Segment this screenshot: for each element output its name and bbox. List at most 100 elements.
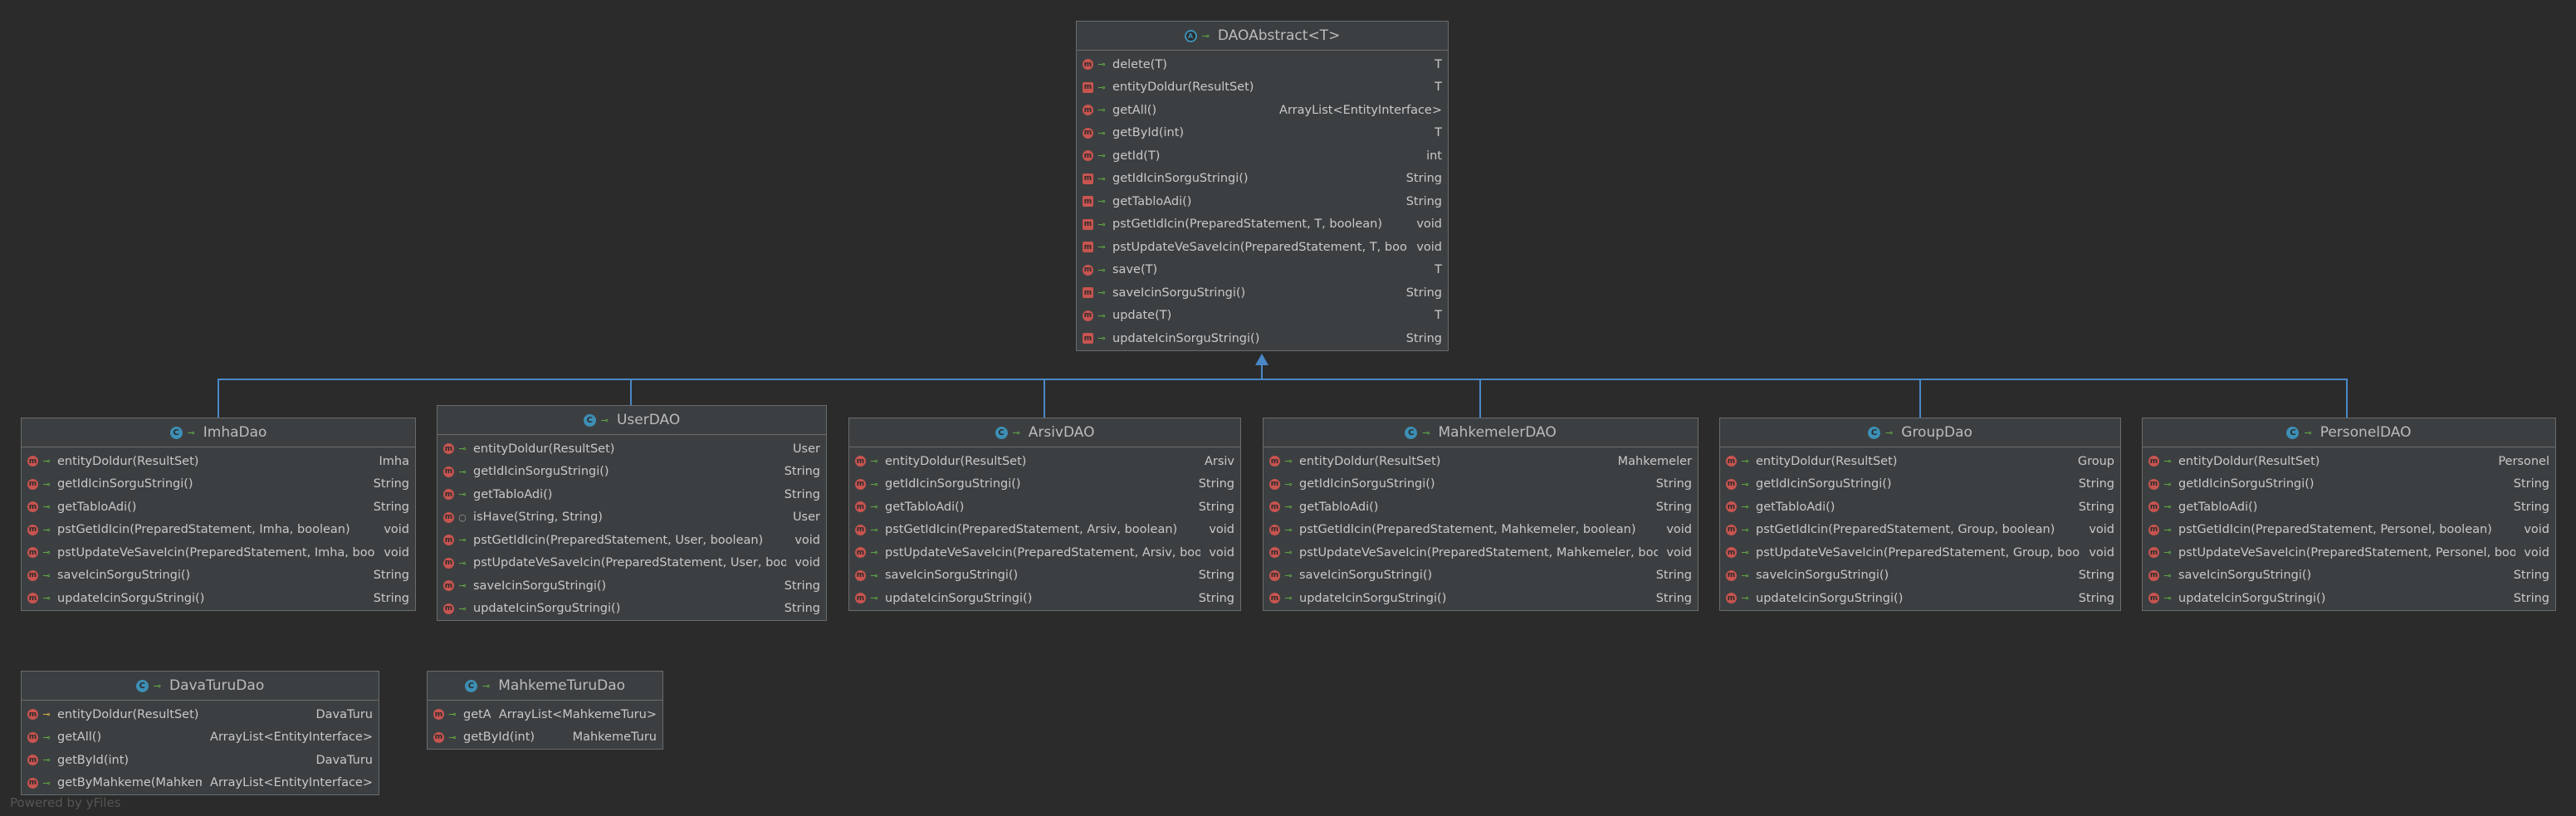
- method-return-type: Imha: [379, 454, 409, 468]
- method-row[interactable]: m⊸updateIcinSorguStringi()String: [2143, 587, 2555, 610]
- method-row[interactable]: m⊸getId(T)int: [1077, 144, 1448, 168]
- mahkeme-turu-dao-class[interactable]: C⊸MahkemeTuruDaom⊸getAll()ArrayList<Mahk…: [427, 671, 663, 750]
- method-icon: m: [1083, 150, 1093, 162]
- method-row[interactable]: m⊸saveIcinSorguStringi()String: [22, 564, 415, 588]
- method-row[interactable]: m⊸pstUpdateVeSaveIcin(PreparedStatement,…: [2143, 541, 2555, 564]
- method-row[interactable]: m⊸getById(int)T: [1077, 122, 1448, 145]
- method-row[interactable]: m⊸getTabloAdi()String: [22, 496, 415, 519]
- personel-dao-class[interactable]: C⊸PersonelDAO m⊸entityDoldur(ResultSet)Pe…: [2142, 418, 2556, 611]
- method-return-type: void: [794, 533, 820, 547]
- method-row[interactable]: m⊸pstUpdateVeSaveIcin(PreparedStatement,…: [1264, 541, 1698, 564]
- method-row[interactable]: m⊸updateIcinSorguStringi()String: [22, 587, 415, 610]
- method-row[interactable]: m⊸pstUpdateVeSaveIcin(PreparedStatement,…: [1720, 541, 2120, 564]
- method-row[interactable]: m⊸entityDoldur(ResultSet)Arsiv: [849, 450, 1240, 473]
- method-row[interactable]: m⊸getIdIcinSorguStringi()String: [22, 473, 415, 496]
- method-row[interactable]: m⊸getIdIcinSorguStringi()String: [1077, 168, 1448, 191]
- method-signature: getTabloAdi(): [2178, 500, 2258, 514]
- method-row[interactable]: m⊸save(T)T: [1077, 259, 1448, 282]
- method-row[interactable]: m○isHave(String, String)User: [437, 506, 826, 530]
- class-header[interactable]: C⊸ImhaDao: [22, 418, 415, 447]
- method-row[interactable]: m⊸getTabloAdi()String: [2143, 496, 2555, 519]
- method-row[interactable]: m⊸getTabloAdi()String: [1264, 496, 1698, 519]
- method-row[interactable]: m⊸pstGetIdIcin(PreparedStatement, Person…: [2143, 519, 2555, 542]
- method-row[interactable]: m⊸saveIcinSorguStringi()String: [437, 574, 826, 598]
- method-row[interactable]: m⊸pstGetIdIcin(PreparedStatement, T, boo…: [1077, 213, 1448, 237]
- method-signature: getIdIcinSorguStringi(): [1112, 172, 1249, 186]
- method-return-type: void: [2089, 545, 2114, 559]
- method-row[interactable]: m⊸updateIcinSorguStringi()String: [437, 598, 826, 621]
- method-signature: pstUpdateVeSaveIcin(PreparedStatement, I…: [57, 545, 376, 559]
- method-icon: m: [27, 755, 38, 766]
- class-header[interactable]: C⊸GroupDao: [1720, 418, 2120, 447]
- method-row[interactable]: m⊸updateIcinSorguStringi()String: [1720, 587, 2120, 610]
- method-row[interactable]: m⊸pstUpdateVeSaveIcin(PreparedStatement,…: [849, 541, 1240, 564]
- class-header[interactable]: C⊸PersonelDAO: [2143, 418, 2555, 447]
- method-row[interactable]: m⊸entityDoldur(ResultSet)Group: [1720, 450, 2120, 473]
- method-row[interactable]: m⊸pstUpdateVeSaveIcin(PreparedStatement,…: [22, 541, 415, 564]
- method-icon: m: [2148, 456, 2159, 467]
- method-row[interactable]: m⊸saveIcinSorguStringi()String: [1077, 281, 1448, 305]
- method-row[interactable]: m⊸update(T)T: [1077, 305, 1448, 328]
- method-row[interactable]: m⊸pstUpdateVeSaveIcin(PreparedStatement,…: [1077, 236, 1448, 259]
- method-row[interactable]: m⊸getIdIcinSorguStringi()String: [2143, 473, 2555, 496]
- method-row[interactable]: m⊸updateIcinSorguStringi()String: [1077, 327, 1448, 350]
- method-row[interactable]: m⊸getByMahkeme(Mahkemeler)ArrayList<Enti…: [22, 772, 379, 795]
- class-header[interactable]: C⊸ArsivDAO: [849, 418, 1240, 447]
- method-row[interactable]: m⊸saveIcinSorguStringi()String: [2143, 564, 2555, 588]
- method-signature: saveIcinSorguStringi(): [1112, 286, 1246, 300]
- method-row[interactable]: m⊸getIdIcinSorguStringi()String: [1720, 473, 2120, 496]
- method-row[interactable]: m⊸getAll()ArrayList<EntityInterface>: [22, 726, 379, 750]
- arsiv-dao-class[interactable]: C⊸ArsivDAO m⊸entityDoldur(ResultSet)Arsiv…: [848, 418, 1241, 611]
- method-row[interactable]: m⊸entityDoldur(ResultSet)Personel: [2143, 450, 2555, 473]
- method-row[interactable]: m⊸updateIcinSorguStringi()String: [849, 587, 1240, 610]
- method-row[interactable]: m⊸getTabloAdi()String: [849, 496, 1240, 519]
- method-row[interactable]: m⊸getIdIcinSorguStringi()String: [437, 461, 826, 484]
- method-row[interactable]: m⊸updateIcinSorguStringi()String: [1264, 587, 1698, 610]
- mahkemeler-dao-class[interactable]: C⊸MahkemelerDAO m⊸entityDoldur(ResultSet)…: [1263, 418, 1699, 611]
- class-header[interactable]: C⊸DavaTuruDao: [22, 672, 379, 701]
- method-icon: m: [1726, 478, 1737, 490]
- method-row[interactable]: m⊸entityDoldur(ResultSet)Mahkemeler: [1264, 450, 1698, 473]
- method-row[interactable]: m⊸getById(int)DavaTuru: [22, 749, 379, 772]
- class-header[interactable]: C⊸UserDAO: [437, 406, 826, 435]
- method-row[interactable]: m⊸pstGetIdIcin(PreparedStatement, Arsiv,…: [849, 519, 1240, 542]
- method-return-type: void: [384, 545, 409, 559]
- class-name: DavaTuruDao: [169, 677, 265, 694]
- method-row[interactable]: m⊸delete(T)T: [1077, 53, 1448, 76]
- class-header[interactable]: C⊸MahkemelerDAO: [1264, 418, 1698, 447]
- method-signature: entityDoldur(ResultSet): [885, 454, 1027, 468]
- class-header[interactable]: A⊸DAOAbstract<T>: [1077, 22, 1448, 51]
- method-return-type: DavaTuru: [315, 707, 373, 721]
- method-signature: getByMahkeme(Mahkemeler): [57, 776, 203, 790]
- group-dao-class[interactable]: C⊸GroupDao m⊸entityDoldur(ResultSet)Group…: [1719, 418, 2121, 611]
- method-icon: m: [27, 569, 38, 581]
- method-row[interactable]: m⊸pstGetIdIcin(PreparedStatement, Group,…: [1720, 519, 2120, 542]
- method-row[interactable]: m⊸saveIcinSorguStringi()String: [1720, 564, 2120, 588]
- method-row[interactable]: m⊸getTabloAdi()String: [437, 483, 826, 506]
- method-row[interactable]: m⊸saveIcinSorguStringi()String: [849, 564, 1240, 588]
- method-row[interactable]: m⊸getAll()ArrayList<MahkemeTuru>: [428, 703, 662, 726]
- class-header[interactable]: C⊸MahkemeTuruDao: [428, 672, 662, 701]
- method-row[interactable]: m⊸getAll()ArrayList<EntityInterface>: [1077, 99, 1448, 122]
- method-row[interactable]: m⊸entityDoldur(ResultSet)T: [1077, 76, 1448, 100]
- method-row[interactable]: m⊸getById(int)MahkemeTuru: [428, 726, 662, 750]
- method-row[interactable]: m⊸entityDoldur(ResultSet)User: [437, 437, 826, 461]
- method-row[interactable]: m⊸saveIcinSorguStringi()String: [1264, 564, 1698, 588]
- method-row[interactable]: m⊸entityDoldur(ResultSet)DavaTuru: [22, 703, 379, 726]
- method-row[interactable]: m⊸getIdIcinSorguStringi()String: [849, 473, 1240, 496]
- method-row[interactable]: m⊸getTabloAdi()String: [1720, 496, 2120, 519]
- class-icon: C: [464, 679, 477, 692]
- method-row[interactable]: m⊸pstGetIdIcin(PreparedStatement, User, …: [437, 529, 826, 552]
- method-row[interactable]: m⊸pstGetIdIcin(PreparedStatement, Imha, …: [22, 519, 415, 542]
- method-row[interactable]: m⊸pstGetIdIcin(PreparedStatement, Mahkem…: [1264, 519, 1698, 542]
- method-row[interactable]: m⊸getIdIcinSorguStringi()String: [1264, 473, 1698, 496]
- method-row[interactable]: m⊸pstUpdateVeSaveIcin(PreparedStatement,…: [437, 552, 826, 575]
- public-visibility-icon: ⊸: [42, 569, 51, 581]
- method-row[interactable]: m⊸getTabloAdi()String: [1077, 190, 1448, 213]
- method-row[interactable]: m⊸entityDoldur(ResultSet)Imha: [22, 450, 415, 473]
- public-visibility-icon: ⊸: [1097, 196, 1106, 208]
